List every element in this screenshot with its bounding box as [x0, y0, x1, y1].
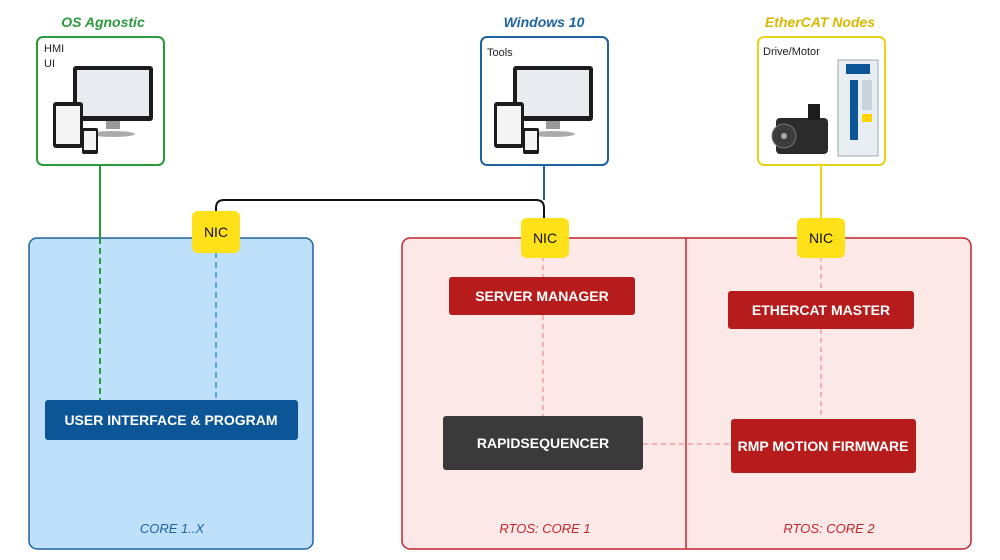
rtos-core2-label: RTOS: CORE 2: [783, 521, 875, 536]
hmi-label-line1: HMI: [44, 43, 64, 55]
hmi-label-line2: UI: [44, 58, 55, 70]
drive-caption: EtherCAT Nodes: [765, 14, 875, 30]
nic-core-x-badge: [192, 211, 240, 253]
server-manager-label: SERVER MANAGER: [475, 288, 609, 304]
server-manager-block: [449, 277, 635, 315]
nic-core2-label: NIC: [809, 230, 833, 246]
rmp-motion-firmware-label: RMP MOTION FIRMWARE: [738, 438, 909, 454]
rapidsequencer-block: [443, 416, 643, 470]
user-interface-program-label: USER INTERFACE & PROGRAM: [64, 412, 277, 428]
ethercat-master-label: ETHERCAT MASTER: [752, 302, 890, 318]
monitor-tablet-phone-icon: [494, 66, 593, 154]
user-interface-program-block: [45, 400, 298, 440]
rapidsequencer-label: RAPIDSEQUENCER: [477, 435, 609, 451]
nic-core1-badge: [521, 218, 569, 258]
core-x-label: CORE 1..X: [140, 521, 206, 536]
nic-core1-label: NIC: [533, 230, 557, 246]
region-core-x: [28, 237, 314, 550]
servo-drive-motor-icon: [771, 59, 879, 157]
rtos-core1-label: RTOS: CORE 1: [499, 521, 590, 536]
rmp-motion-firmware-block: [731, 419, 916, 473]
nic-core2-badge: [797, 218, 845, 258]
ethercat-master-block: [728, 291, 914, 329]
hmi-caption: OS Agnostic: [61, 14, 145, 30]
tools-label: Tools: [487, 47, 513, 59]
nic-core-x-label: NIC: [204, 224, 228, 240]
monitor-tablet-phone-icon: [53, 66, 153, 154]
nic-link-cable: [215, 199, 545, 238]
tools-caption: Windows 10: [504, 14, 585, 30]
drive-label: Drive/Motor: [763, 46, 820, 58]
